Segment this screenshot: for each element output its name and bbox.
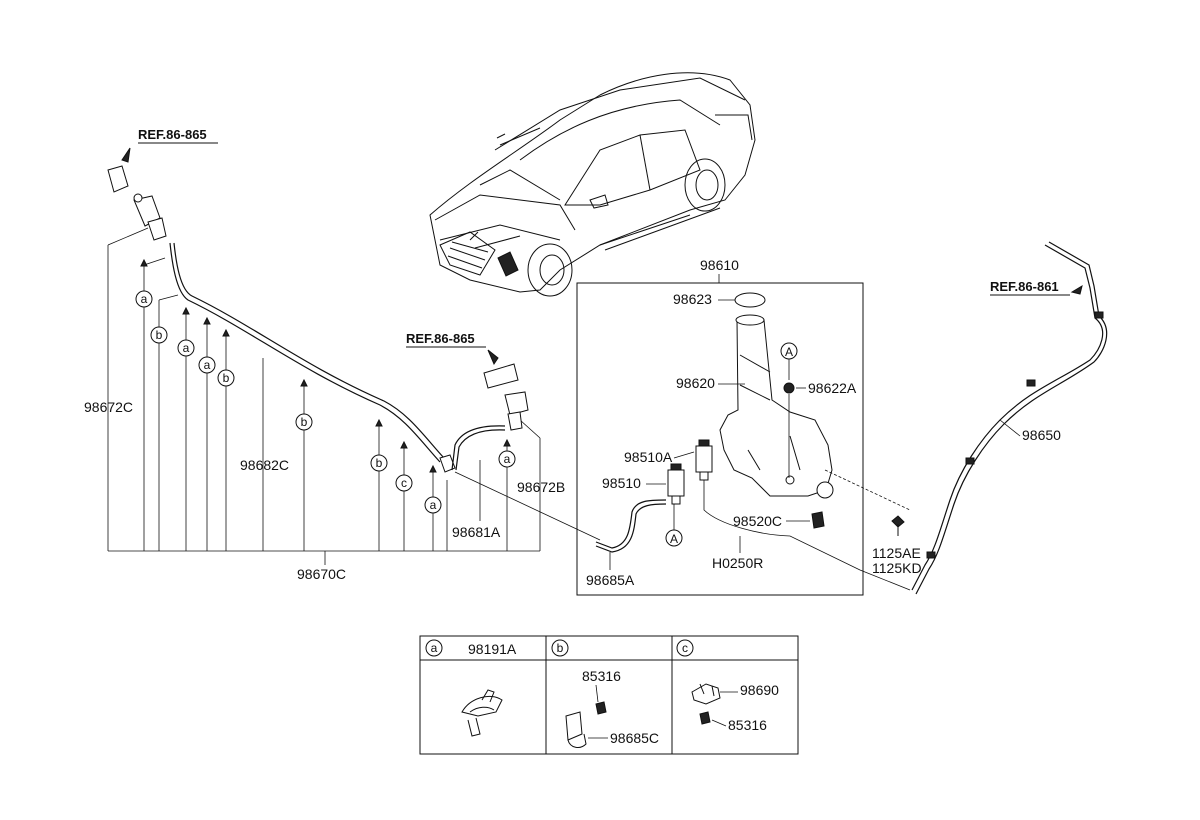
part-98510a[interactable]: 98510A [624,449,673,465]
svg-text:a: a [431,641,438,655]
marker-b-3: b [295,413,313,431]
ref-label-right[interactable]: REF.86-861 [990,279,1059,294]
part-98650[interactable]: 98650 [1022,427,1061,443]
part-98672b[interactable]: 98672B [517,479,565,495]
car-illustration [429,72,756,297]
svg-text:a: a [141,292,148,306]
part-1125kd[interactable]: 1125KD [872,560,922,576]
svg-text:b: b [156,328,163,342]
svg-text:c: c [682,641,688,655]
part-98520c[interactable]: 98520C [733,513,782,529]
ref-arrow-icon [121,147,131,163]
part-1125ae[interactable]: 1125AE [872,545,921,561]
washer-reservoir-tank [719,314,834,499]
grommet-98622a [783,382,795,394]
clip-98191a-icon [461,689,503,737]
svg-text:b: b [223,371,230,385]
legend-col-b: b 85316 98685C [551,639,659,748]
marker-b-1: b [150,326,168,344]
marker-a-2: a [177,339,195,357]
svg-text:b: b [557,641,564,655]
marker-a-3: a [198,356,216,374]
legend-part-98685c[interactable]: 98685C [610,730,659,746]
ref-label-top-left[interactable]: REF.86-865 [138,127,207,142]
washer-pump-98510a [695,439,713,481]
part-98681a[interactable]: 98681A [452,524,501,540]
svg-text:c: c [401,476,407,490]
marker-A-2: A [665,529,683,547]
legend-part-98690[interactable]: 98690 [740,682,779,698]
washer-pump-98510 [667,463,685,505]
hose-coupling [439,454,456,473]
marker-c-1: c [395,474,413,492]
svg-text:a: a [183,341,190,355]
part-98685a[interactable]: 98685A [586,572,635,588]
part-h0250r[interactable]: H0250R [712,555,763,571]
leader-arrow-icons [140,258,437,473]
left-leader-lines [107,227,541,552]
hose-98650 [911,244,1104,591]
clip-98690-icon [691,683,738,727]
part-98622a[interactable]: 98622A [808,380,857,396]
svg-text:a: a [204,358,211,372]
part-98672c[interactable]: 98672C [84,399,133,415]
middle-nozzle-cover [483,363,519,389]
svg-text:A: A [670,532,678,546]
svg-text:a: a [504,452,511,466]
middle-washer-nozzle [504,391,529,431]
marker-a-1: a [135,290,153,308]
marker-a-5: a [498,450,516,468]
part-98620[interactable]: 98620 [676,375,715,391]
nozzle-cover [107,165,129,193]
part-98682c[interactable]: 98682C [240,457,289,473]
legend-table [419,635,799,755]
hose-clip-icons [926,311,1104,559]
part-98510[interactable]: 98510 [602,475,641,491]
legend-col-a: a 98191A [425,639,517,737]
legend-part-85316-b[interactable]: 85316 [582,668,621,684]
legend-col-c: c 98690 85316 [676,639,779,733]
marker-b-2: b [217,369,235,387]
ref-arrow-icon [487,349,499,366]
legend-part-98191a[interactable]: 98191A [468,641,517,657]
ref-label-middle[interactable]: REF.86-865 [406,331,475,346]
wire-h0250r [703,480,911,591]
part-98670c[interactable]: 98670C [297,566,346,582]
svg-text:a: a [430,498,437,512]
svg-text:A: A [785,345,793,359]
bracket-98685c-icon [565,684,608,748]
screw-1125ae [891,515,905,536]
level-sensor-98520c [811,511,825,529]
marker-b-4: b [370,454,388,472]
legend-part-85316-c[interactable]: 85316 [728,717,767,733]
left-washer-nozzle [133,193,167,241]
svg-text:b: b [301,415,308,429]
reservoir-assembly-box [576,282,864,596]
hose-98682c [169,242,441,463]
ref-arrow-icon [1070,284,1083,295]
part-98610[interactable]: 98610 [700,257,739,273]
marker-A-1: A [780,342,798,360]
marker-a-4: a [424,496,442,514]
part-98623[interactable]: 98623 [673,291,712,307]
hose-98685a [595,499,667,549]
svg-text:b: b [376,456,383,470]
reservoir-cap [734,292,766,308]
